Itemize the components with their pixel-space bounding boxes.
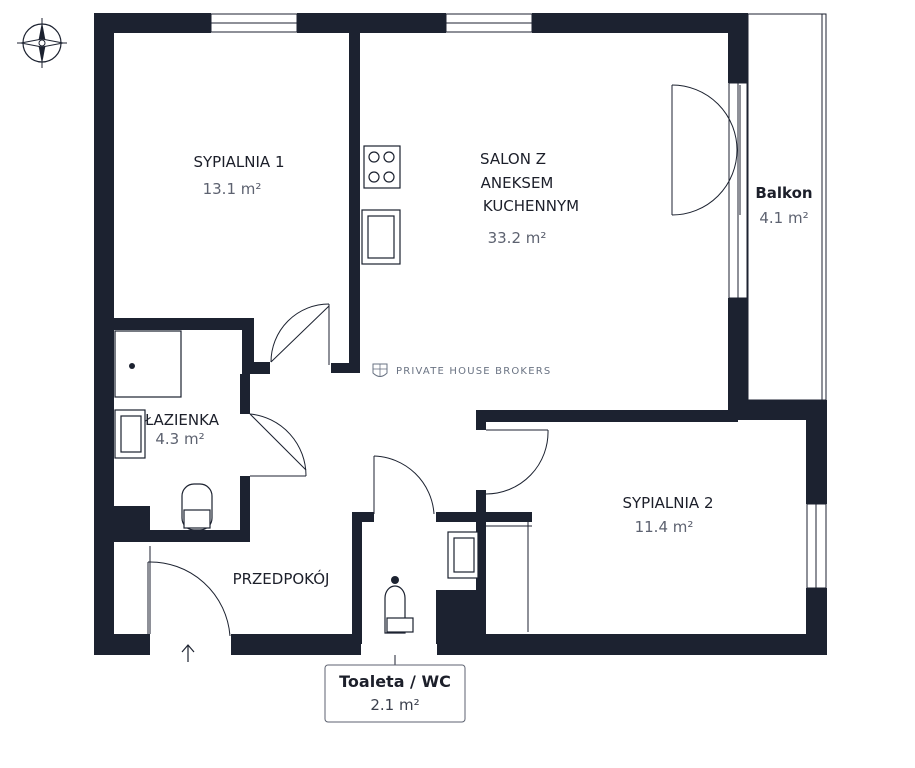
kitchen-sink <box>361 209 401 265</box>
stove <box>363 145 401 189</box>
room-name-salon-line-2: ANEKSEM <box>481 174 554 192</box>
room-area-salon: 33.2 m² <box>488 229 547 247</box>
room-name-salon-line-1: SALON Z <box>480 150 546 168</box>
room-area-sypialnia-2: 11.4 m² <box>635 518 694 536</box>
room-area-lazienka: 4.3 m² <box>155 430 204 448</box>
wc-toilet <box>384 576 414 634</box>
compass-icon <box>17 18 67 68</box>
room-name-salon-line-3: KUCHENNYM <box>483 197 579 215</box>
interior-walls <box>114 33 738 644</box>
wc-callout <box>324 655 466 723</box>
room-area-sypialnia-1: 13.1 m² <box>203 180 262 198</box>
brand-text: PRIVATE HOUSE BROKERS <box>396 366 551 377</box>
balcony-outline <box>747 13 827 401</box>
room-name-sypialnia-2: SYPIALNIA 2 <box>623 494 714 512</box>
windows <box>210 13 827 589</box>
room-name-przedpokoj: PRZEDPOKÓJ <box>233 569 330 588</box>
doors <box>147 84 741 637</box>
brand-logo-icon <box>372 363 388 377</box>
shower-tray <box>114 330 182 398</box>
bathroom-toilet <box>181 483 213 531</box>
wardrobe <box>486 522 532 632</box>
bathroom-sink <box>114 409 146 459</box>
outer-walls <box>94 13 827 655</box>
wc-area: 2.1 m² <box>370 696 419 714</box>
entrance-arrow-icon <box>181 644 195 662</box>
balcony-name: Balkon <box>755 184 812 202</box>
room-name-lazienka: ŁAZIENKA <box>144 411 220 429</box>
wc-name: Toaleta / WC <box>339 672 451 691</box>
balcony-area: 4.1 m² <box>759 209 808 227</box>
room-name-sypialnia-1: SYPIALNIA 1 <box>194 153 285 171</box>
wc-sink <box>447 531 479 579</box>
